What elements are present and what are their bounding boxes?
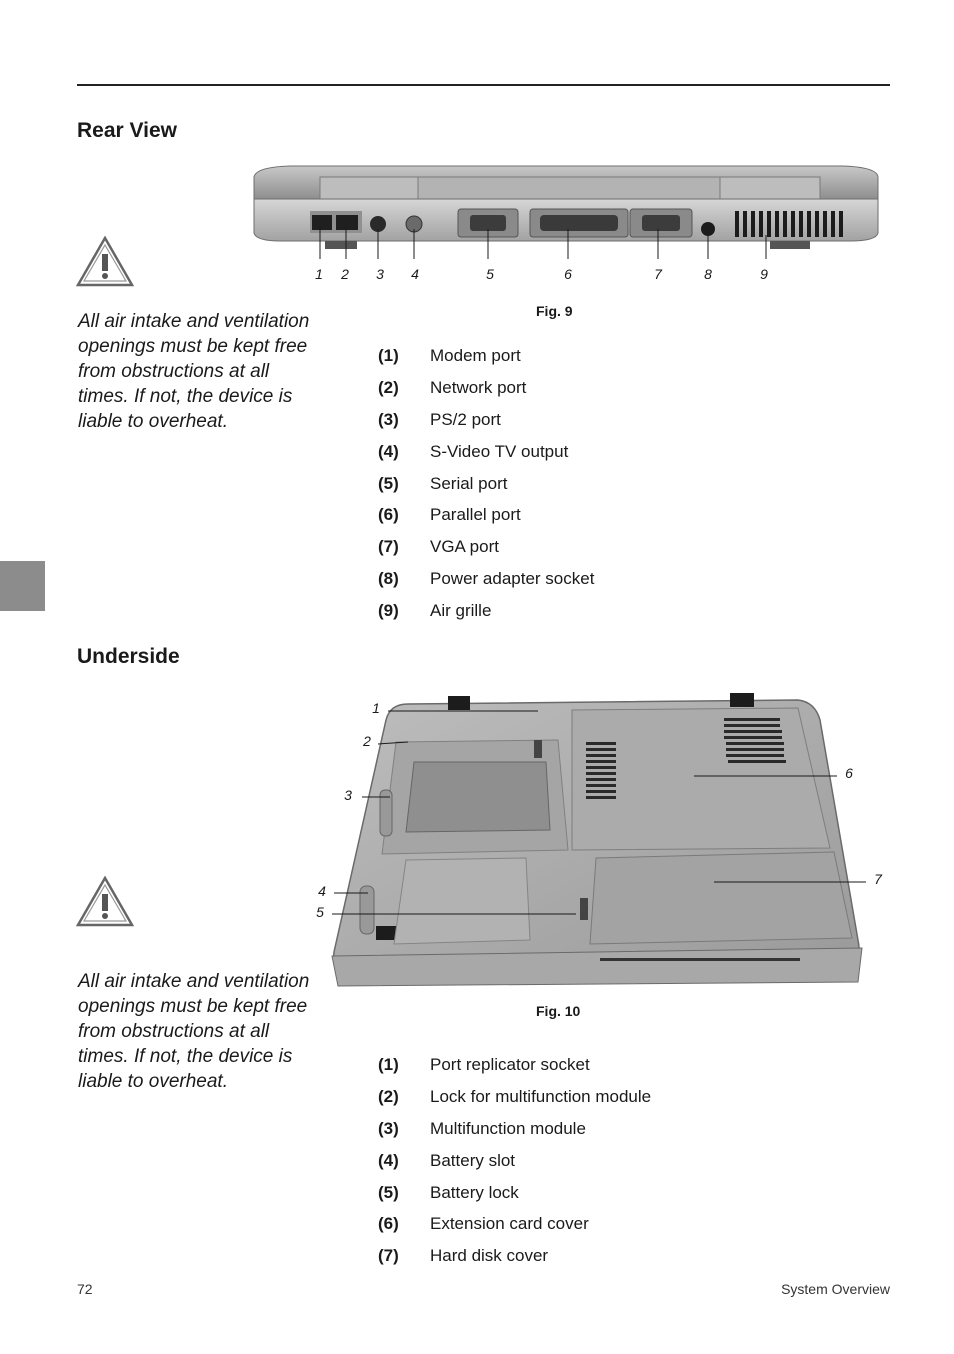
item-label: Battery slot <box>430 1150 516 1170</box>
item-number: (1) <box>378 1054 399 1074</box>
underside-figure: 1 2 3 4 5 6 7 <box>316 693 883 987</box>
laptop-underside-illustration <box>331 693 863 987</box>
item-label: Network port <box>430 377 527 397</box>
item-label: Battery lock <box>430 1182 519 1202</box>
item-number: (7) <box>378 1246 399 1266</box>
item-number: (1) <box>378 345 399 365</box>
item-label: VGA port <box>430 537 499 557</box>
rear-callout-9: 9 <box>760 266 768 282</box>
chapter-tab <box>0 561 45 611</box>
rear-callout-8: 8 <box>704 266 712 282</box>
item-number: (8) <box>378 569 399 589</box>
fig10-caption: Fig. 10 <box>536 1003 581 1019</box>
list-item: (6) Extension card cover <box>378 1208 651 1240</box>
item-label: Power adapter socket <box>430 569 595 589</box>
item-number: (9) <box>378 601 399 621</box>
item-label: Lock for multifunction module <box>430 1086 652 1106</box>
list-item: (7) VGA port <box>378 531 594 563</box>
list-item: (6) Parallel port <box>378 499 594 531</box>
under-callout-6: 6 <box>845 765 853 781</box>
list-item: (8) Power adapter socket <box>378 563 594 595</box>
under-callout-2: 2 <box>362 733 371 749</box>
list-item: (1) Modem port <box>378 340 594 372</box>
rear-callout-6: 6 <box>564 266 572 282</box>
underside-heading: Underside <box>77 645 180 668</box>
list-item: (7) Hard disk cover <box>378 1240 651 1272</box>
item-number: (6) <box>378 505 399 525</box>
item-label: Parallel port <box>430 505 521 525</box>
list-item: (3) PS/2 port <box>378 404 594 436</box>
rear-view-heading: Rear View <box>77 119 178 142</box>
page-number: 72 <box>77 1281 93 1297</box>
item-number: (5) <box>378 473 399 493</box>
item-label: Modem port <box>430 345 521 365</box>
fig9-caption: Fig. 9 <box>536 303 573 319</box>
list-item: (1) Port replicator socket <box>378 1049 651 1081</box>
item-number: (2) <box>378 377 399 397</box>
rear-callout-5: 5 <box>486 266 494 282</box>
item-label: Multifunction module <box>430 1118 586 1138</box>
list-item: (5) Serial port <box>378 468 594 500</box>
item-number: (5) <box>378 1182 399 1202</box>
laptop-rear-illustration <box>253 165 879 249</box>
list-item: (4) S-Video TV output <box>378 436 594 468</box>
warning-icon <box>76 236 134 287</box>
rear-warning-text: All air intake and ventilation openings … <box>78 311 310 432</box>
item-label: Hard disk cover <box>430 1246 549 1266</box>
item-label: S-Video TV output <box>430 441 569 461</box>
section-title: System Overview <box>781 1281 890 1297</box>
header-rule <box>77 84 890 86</box>
item-number: (2) <box>378 1086 399 1106</box>
rear-callout-3: 3 <box>376 266 384 282</box>
item-label: Air grille <box>430 601 492 621</box>
item-label: Port replicator socket <box>430 1054 590 1074</box>
list-item: (4) Battery slot <box>378 1145 651 1177</box>
list-item: (3) Multifunction module <box>378 1113 651 1145</box>
item-number: (3) <box>378 409 399 429</box>
item-number: (6) <box>378 1214 399 1234</box>
rear-view-figure: 1 2 3 4 5 6 7 8 9 <box>253 165 879 282</box>
item-label: Serial port <box>430 473 508 493</box>
list-item: (9) Air grille <box>378 595 594 627</box>
under-warning-text: All air intake and ventilation openings … <box>78 971 310 1092</box>
rear-legend: (1) Modem port (2) Network port (3) PS/2 po… <box>378 340 594 627</box>
item-number: (3) <box>378 1118 399 1138</box>
rear-callout-2: 2 <box>340 266 349 282</box>
under-callout-7: 7 <box>874 871 883 887</box>
rear-callout-1: 1 <box>315 266 323 282</box>
under-callout-4: 4 <box>318 883 326 899</box>
item-number: (4) <box>378 441 399 461</box>
underside-legend: (1) Port replicator socket (2) Lock for mu… <box>378 1049 651 1272</box>
item-number: (7) <box>378 537 399 557</box>
item-label: Extension card cover <box>430 1214 589 1234</box>
rear-callout-7: 7 <box>654 266 663 282</box>
under-callout-5: 5 <box>316 904 324 920</box>
list-item: (2) Network port <box>378 372 594 404</box>
item-label: PS/2 port <box>430 409 501 429</box>
under-callout-3: 3 <box>344 787 352 803</box>
under-callout-1: 1 <box>372 700 380 716</box>
list-item: (5) Battery lock <box>378 1177 651 1209</box>
warning-icon <box>76 876 134 927</box>
item-number: (4) <box>378 1150 399 1170</box>
list-item: (2) Lock for multifunction module <box>378 1081 651 1113</box>
rear-callout-4: 4 <box>411 266 419 282</box>
